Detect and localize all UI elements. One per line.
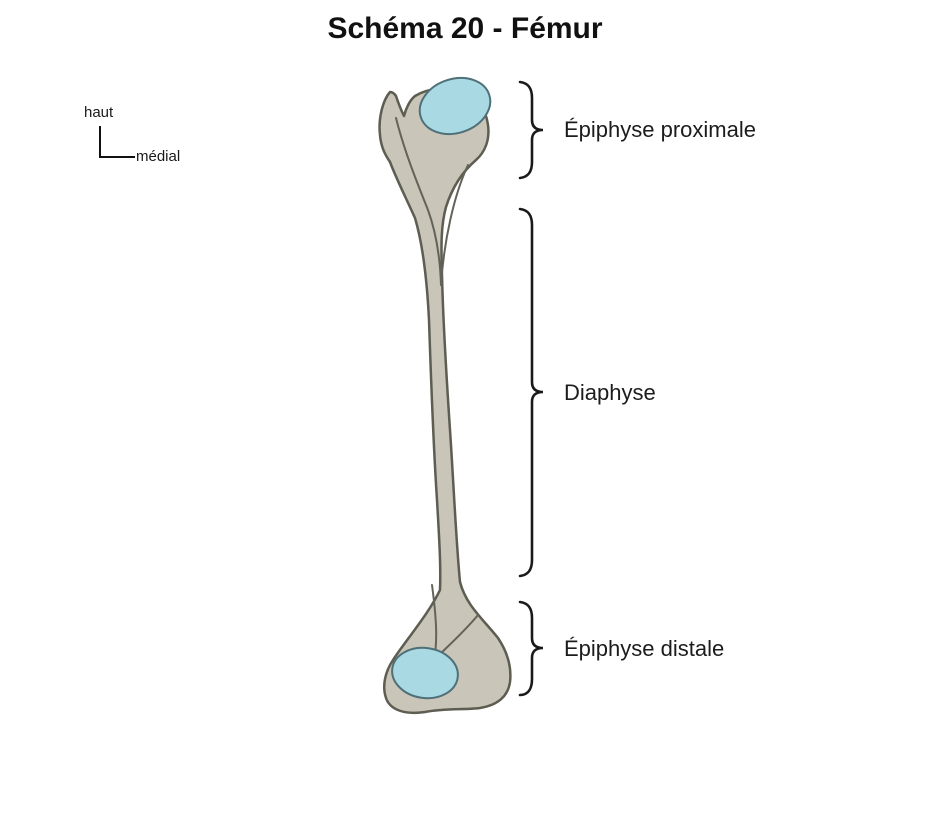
orientation-up-label: haut [84, 104, 114, 121]
callout-epiphyse-proximale: Épiphyse proximale [518, 80, 756, 180]
intertrochanteric-line [395, 117, 442, 286]
bracket-diaphyse-icon [518, 207, 544, 578]
femur-illustration [378, 77, 512, 715]
bracket-proximal-icon [518, 80, 544, 180]
label-epiphyse-proximale: Épiphyse proximale [564, 117, 756, 142]
femoral-neck-line [440, 164, 469, 286]
label-epiphyse-distale: Épiphyse distale [564, 635, 725, 661]
diagram-title: Schéma 20 - Fémur [327, 12, 603, 45]
orientation-axis-lines-icon [99, 126, 135, 158]
orientation-medial-label: médial [136, 148, 181, 165]
orientation-axis: haut médial [82, 104, 212, 174]
callout-diaphyse: Diaphyse [518, 207, 656, 578]
label-diaphyse: Diaphyse [564, 379, 656, 405]
callout-epiphyse-distale: Épiphyse distale [518, 600, 724, 697]
bracket-distale-icon [518, 600, 544, 697]
distal-condyle-cartilage [391, 646, 459, 700]
femoral-head-cartilage [418, 77, 492, 135]
femur-bone-shape [378, 87, 512, 715]
